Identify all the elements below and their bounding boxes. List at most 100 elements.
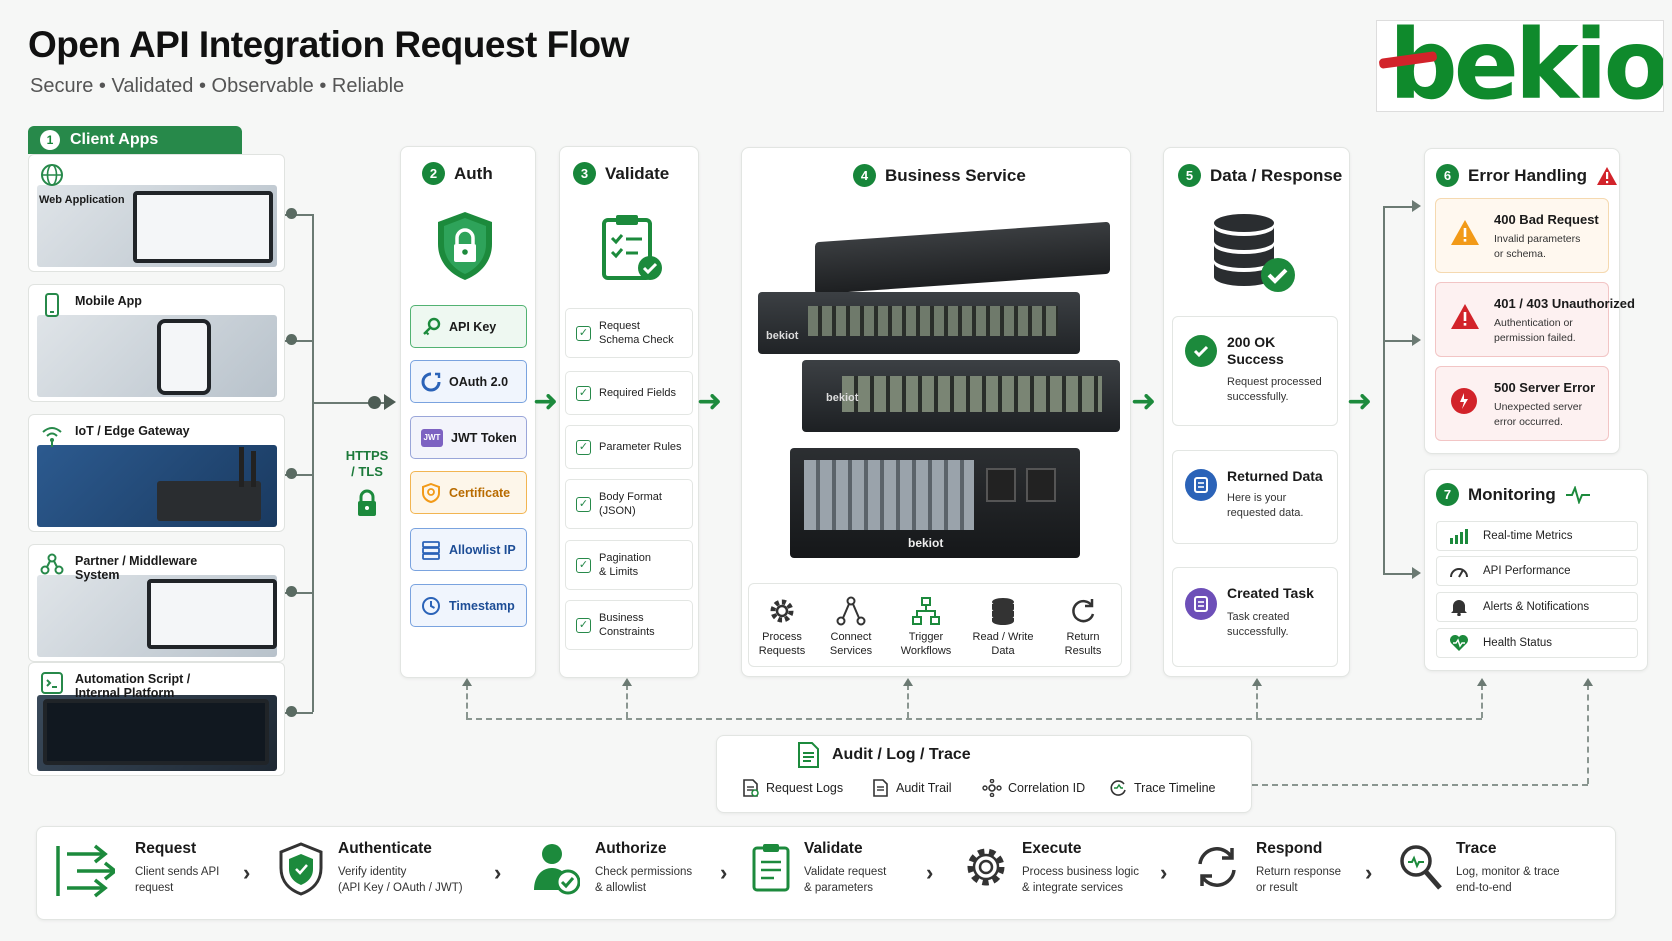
- step-title: Authorize: [595, 840, 667, 857]
- error-400-bad-request[interactable]: 400 Bad Request Invalid parameters or sc…: [1435, 198, 1609, 273]
- certificate-icon: [422, 482, 440, 503]
- auth-item-label: Timestamp: [449, 598, 515, 613]
- hardware-brand-label: bekiot: [908, 536, 944, 550]
- phone-icon: [45, 293, 59, 317]
- action-label: Read / Write Data: [972, 631, 1034, 657]
- validate-body-format[interactable]: ✓Body Format (JSON): [565, 479, 693, 529]
- auth-certificate[interactable]: Certificate: [410, 471, 527, 514]
- validate-parameter-rules[interactable]: ✓Parameter Rules: [565, 425, 693, 469]
- client-apps-header: 1 Client Apps: [28, 126, 242, 154]
- monitoring-api-performance[interactable]: API Performance: [1436, 556, 1638, 586]
- partner-system-image: [37, 575, 277, 657]
- monitoring-item-label: API Performance: [1483, 565, 1571, 577]
- step-authorize: Authorize Check permissions & allowlist: [595, 840, 692, 896]
- response-returned-data[interactable]: Returned Data Here is your requested dat…: [1172, 450, 1338, 544]
- automation-script-image: [37, 695, 277, 771]
- monitoring-alerts-notifications[interactable]: Alerts & Notifications: [1436, 592, 1638, 622]
- iot-gateway-image: [37, 445, 277, 527]
- validate-required-fields[interactable]: ✓Required Fields: [565, 371, 693, 415]
- step-number: 7: [1436, 483, 1459, 506]
- step-number: 3: [573, 162, 596, 185]
- step-number: 5: [1178, 164, 1201, 187]
- step-respond: Respond Return response or result: [1256, 840, 1341, 896]
- chevron-right-icon: ›: [926, 860, 934, 885]
- auth-api-key[interactable]: API Key: [410, 305, 527, 348]
- auth-jwt-token[interactable]: JWT JWT Token: [410, 416, 527, 459]
- response-title: 200 OK Success: [1227, 334, 1284, 367]
- action-process-requests[interactable]: Process Requests: [746, 596, 818, 658]
- step-number: 1: [40, 130, 60, 150]
- validate-schema-check[interactable]: ✓Request Schema Check: [565, 308, 693, 358]
- user-check-icon: [534, 844, 580, 895]
- heart-pulse-icon: [1450, 635, 1468, 651]
- shield-check-icon: [279, 842, 323, 896]
- error-title: 500 Server Error: [1494, 380, 1596, 395]
- error-desc: Invalid parameters or schema.: [1494, 233, 1581, 260]
- response-desc: Task created successfully.: [1227, 611, 1290, 638]
- audit-header: Audit / Log / Trace: [796, 742, 971, 768]
- audit-request-logs[interactable]: Request Logs: [742, 779, 843, 797]
- page-title: Open API Integration Request Flow: [28, 24, 629, 65]
- audit-trace-timeline[interactable]: Trace Timeline: [1108, 779, 1216, 797]
- action-read-write-data[interactable]: Read / Write Data: [967, 596, 1039, 658]
- client-web-application[interactable]: Web Application: [28, 154, 285, 272]
- client-label: Mobile App: [75, 294, 142, 308]
- validate-item-label: Pagination & Limits: [599, 552, 651, 578]
- client-iot-edge-gateway[interactable]: IoT / Edge Gateway: [28, 414, 285, 532]
- step-title: Trace: [1456, 840, 1497, 857]
- action-return-results[interactable]: Return Results: [1047, 596, 1119, 658]
- auth-oauth[interactable]: OAuth 2.0: [410, 360, 527, 403]
- error-500-server-error[interactable]: 500 Server Error Unexpected server error…: [1435, 366, 1609, 441]
- refresh-icon: [1072, 599, 1095, 623]
- data-response-header: 5 Data / Response: [1178, 164, 1342, 187]
- step-execute: Execute Process business logic & integra…: [1022, 840, 1139, 896]
- step-number: 6: [1436, 164, 1459, 187]
- step-number: 4: [853, 164, 876, 187]
- monitoring-real-time-metrics[interactable]: Real-time Metrics: [1436, 521, 1638, 551]
- success-check-icon: [1185, 335, 1217, 367]
- audit-trail[interactable]: Audit Trail: [872, 779, 952, 797]
- request-arrows-icon: [56, 844, 115, 898]
- hardware-brand-label: bekiot: [766, 330, 799, 342]
- script-icon: [41, 672, 63, 694]
- auth-title: Auth: [454, 163, 493, 183]
- bell-icon: [1451, 600, 1467, 616]
- step-desc: Check permissions & allowlist: [595, 866, 693, 894]
- client-label: Web Application: [39, 194, 125, 206]
- audit-item-label: Trace Timeline: [1134, 781, 1216, 795]
- monitoring-item-label: Alerts & Notifications: [1483, 601, 1590, 613]
- client-label: Partner / Middleware System: [75, 554, 198, 582]
- client-partner-middleware[interactable]: Partner / Middleware System: [28, 544, 285, 662]
- audit-item-label: Audit Trail: [896, 781, 952, 795]
- validate-pagination[interactable]: ✓Pagination & Limits: [565, 540, 693, 590]
- auth-item-label: Allowlist IP: [449, 542, 516, 557]
- auth-allowlist-ip[interactable]: Allowlist IP: [410, 528, 527, 571]
- error-401-403-unauthorized[interactable]: 401 / 403 Unauthorized Authentication or…: [1435, 282, 1635, 357]
- client-automation-script[interactable]: Automation Script / Internal Platform: [28, 662, 285, 776]
- step-desc: Log, monitor & trace end-to-end: [1456, 866, 1560, 894]
- flow-arrow-icon: ➜: [1131, 385, 1157, 418]
- monitoring-health-status[interactable]: Health Status: [1436, 628, 1638, 658]
- bar-chart-icon: [1450, 529, 1468, 544]
- server-error-icon: [1451, 388, 1477, 414]
- step-title: Execute: [1022, 840, 1082, 857]
- connect-nodes-icon: [836, 596, 866, 626]
- action-label: Return Results: [1064, 631, 1102, 657]
- action-trigger-workflows[interactable]: Trigger Workflows: [890, 596, 962, 658]
- response-200-ok[interactable]: 200 OK Success Request processed success…: [1172, 316, 1338, 426]
- chevron-right-icon: ›: [243, 860, 251, 885]
- client-mobile-app[interactable]: Mobile App: [28, 284, 285, 402]
- database-check-icon: [1214, 214, 1295, 292]
- step-desc: Validate request & parameters: [804, 866, 887, 894]
- response-created-task[interactable]: Created Task Task created successfully.: [1172, 567, 1338, 667]
- audit-correlation-id[interactable]: Correlation ID: [982, 779, 1085, 797]
- business-service-title: Business Service: [885, 165, 1026, 185]
- transport-label: HTTPS / TLS: [345, 448, 389, 479]
- auth-timestamp[interactable]: Timestamp: [410, 584, 527, 627]
- database-icon: [992, 598, 1014, 625]
- validate-item-label: Body Format (JSON): [599, 491, 662, 517]
- flow-arrow-icon: ➜: [1347, 385, 1373, 418]
- chevron-right-icon: ›: [494, 860, 502, 885]
- action-connect-services[interactable]: Connect Services: [815, 596, 887, 658]
- validate-business-constraints[interactable]: ✓Business Constraints: [565, 600, 693, 650]
